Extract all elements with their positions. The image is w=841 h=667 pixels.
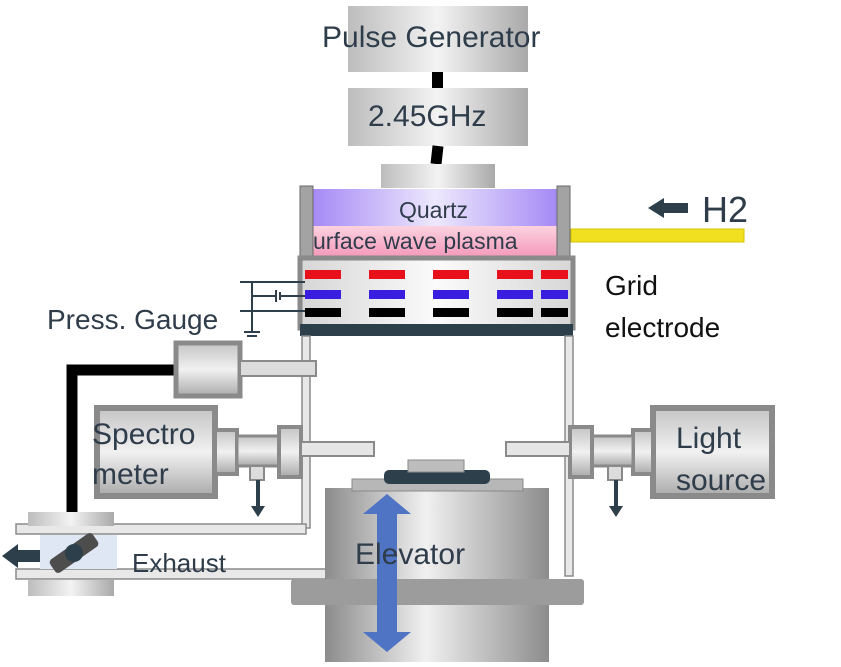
chamber-left-wall [299,185,314,265]
spectrometer-label-line2: meter [92,458,169,491]
grid-row-black-dash [369,308,405,317]
grid-row-blue-dash [369,290,405,299]
light-source-label-line2: source [676,464,767,497]
chamber-right-wall [556,185,571,265]
exhaust-assembly [2,512,333,596]
frequency-label: 2.45GHz [368,100,487,133]
spectrometer [94,405,375,517]
grid-row-black-dash [433,308,469,317]
gauge-port [239,360,317,377]
light-source-down-arrow [609,506,623,517]
grid-label-line2: electrode [605,312,721,343]
h2-gas-line [570,198,745,243]
exhaust-out-arrow [2,544,40,568]
pressure-gauge [66,340,317,512]
light-source-flange [568,425,594,479]
gas-tube [570,228,745,243]
grid-row-blue-dash [541,290,568,299]
grid-row-blue-dash [305,290,341,299]
grid-row-red-dash [497,270,533,279]
light-source [505,405,775,517]
butterfly-valve [49,533,99,573]
grid-electrode-rows [305,270,568,317]
exhaust-upper-pipe [15,523,307,535]
spectrometer-body [94,405,218,499]
plasma-label: urface wave plasma [313,230,518,253]
light-source-label-line1: Light [676,422,742,455]
gauge-body [173,340,243,399]
bias-circuit [240,281,305,337]
grid-row-red-dash [541,270,568,279]
elevator-body [325,488,549,662]
light-source-valve [590,434,635,468]
quartz-label: Quartz [399,197,469,223]
pulse-cable [432,72,443,90]
grid-label-line1: Grid [605,270,658,301]
light-source-coupler [631,428,655,476]
light-source-drain [607,465,623,481]
light-source-body [650,405,775,499]
light-source-port [505,441,571,457]
spectrometer-down-arrow [251,506,265,517]
exhaust-label: Exhaust [132,548,226,578]
elevator-updown-arrow [363,494,411,652]
elevator-stage [291,459,584,662]
grid-row-red-dash [433,270,469,279]
quartz-plate [313,189,557,226]
spectrometer-valve [235,434,281,468]
grid-row-black-dash [541,308,568,317]
grid-electrode-assembly [240,255,576,337]
h2-label: H2 [702,189,749,230]
pulse-generator-unit [348,6,528,90]
grid-row-blue-dash [433,290,469,299]
grid-row-red-dash [369,270,405,279]
sample-holder [384,470,490,484]
gauge-cable [66,364,178,512]
grid-row-red-dash [305,270,341,279]
press-gauge-label: Press. Gauge [47,304,219,335]
waveguide-link [430,145,444,165]
elevator-label: Elevator [355,538,466,571]
spectrometer-label-line1: Spectro [92,418,196,451]
spectrometer-port [300,441,375,457]
elevator-base-plate [291,579,584,605]
sample [407,459,465,473]
surface-wave-plasma [313,226,557,256]
pulse-generator-label: Pulse Generator [322,21,541,54]
grid-row-black-dash [305,308,341,317]
grid-row-black-dash [497,308,533,317]
pulse-generator-box [348,6,528,72]
grid-row-blue-dash [497,290,533,299]
microwave-source-unit [348,88,528,188]
quartz-window [313,189,557,256]
spectrometer-drain [249,465,265,481]
grid-chamber-base [300,324,573,336]
exhaust-valve-top [28,512,114,526]
spectrometer-coupler [213,428,239,476]
microwave-generator-box [348,88,528,146]
h2-inlet-arrow [648,198,688,218]
spectrometer-flange [277,425,303,479]
waveguide-block [381,164,495,188]
exhaust-valve-bottom [28,580,114,596]
